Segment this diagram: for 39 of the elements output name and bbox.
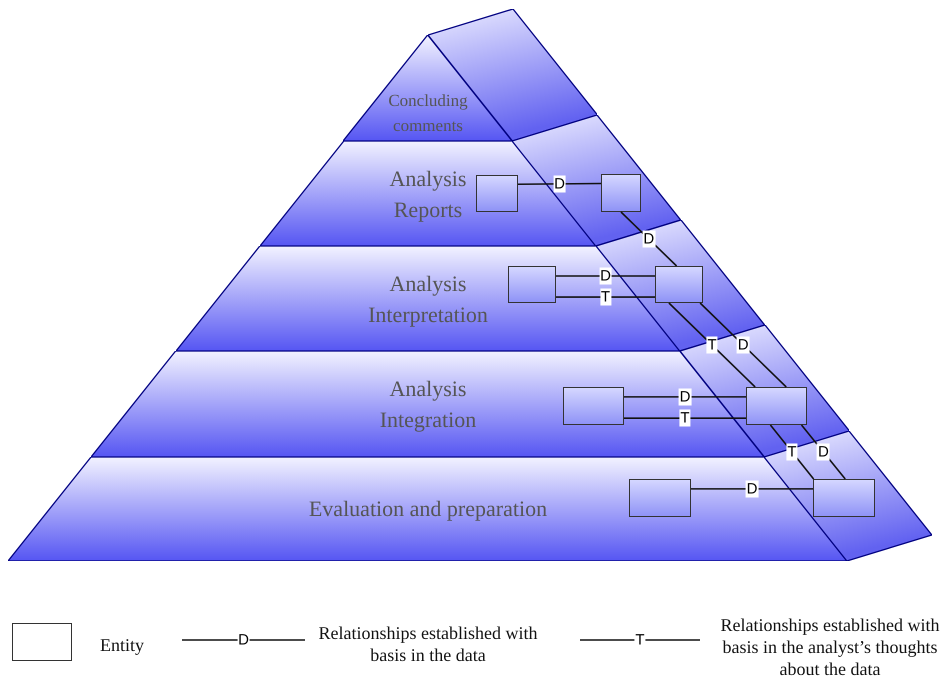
entity-box	[746, 387, 807, 425]
relationship-line	[691, 488, 813, 490]
edge-label: T	[679, 410, 691, 427]
pyramid-layer	[260, 141, 596, 246]
layer-title: Analysis Interpretation	[367, 270, 489, 329]
legend-text: Relationships established with basis in the data	[318, 622, 538, 666]
edge-label: D	[678, 388, 692, 406]
layer-title: Analysis Integration	[378, 375, 478, 434]
layer-title: Concluding comments	[387, 90, 469, 137]
entity-box	[508, 266, 556, 303]
legend-text: Relationships established with basis in the analyst’s thoughts about the data	[720, 614, 940, 680]
relationship-line	[556, 296, 655, 298]
relationship-line	[700, 302, 787, 388]
edge-label: D	[736, 336, 750, 354]
relationship-line	[620, 211, 678, 267]
pyramid-layer	[343, 35, 512, 141]
relationship-line	[624, 417, 746, 419]
relationship-line	[770, 424, 814, 480]
relationship-line	[556, 275, 655, 277]
entity-box	[654, 266, 703, 303]
entity-box	[812, 479, 875, 517]
relationship-line	[518, 182, 601, 186]
entity-box	[562, 387, 624, 425]
relationship-line	[624, 396, 746, 398]
edge-label: T	[706, 336, 718, 354]
layer-title: Evaluation and preparation	[308, 495, 548, 523]
relationship-line	[668, 302, 756, 388]
edge-label: D	[746, 480, 758, 498]
edge-label: D	[816, 444, 830, 460]
entity-box	[476, 175, 518, 212]
edge-label: D	[642, 230, 656, 248]
pyramid-layer	[764, 431, 932, 561]
edge-label: T	[786, 444, 798, 460]
edge-label: T	[600, 288, 612, 306]
legend-text: Entity	[99, 634, 145, 656]
entity-box	[600, 174, 641, 212]
entity-box	[628, 479, 691, 517]
layer-title: Analysis Reports	[388, 165, 468, 224]
relationship-line	[800, 424, 846, 480]
